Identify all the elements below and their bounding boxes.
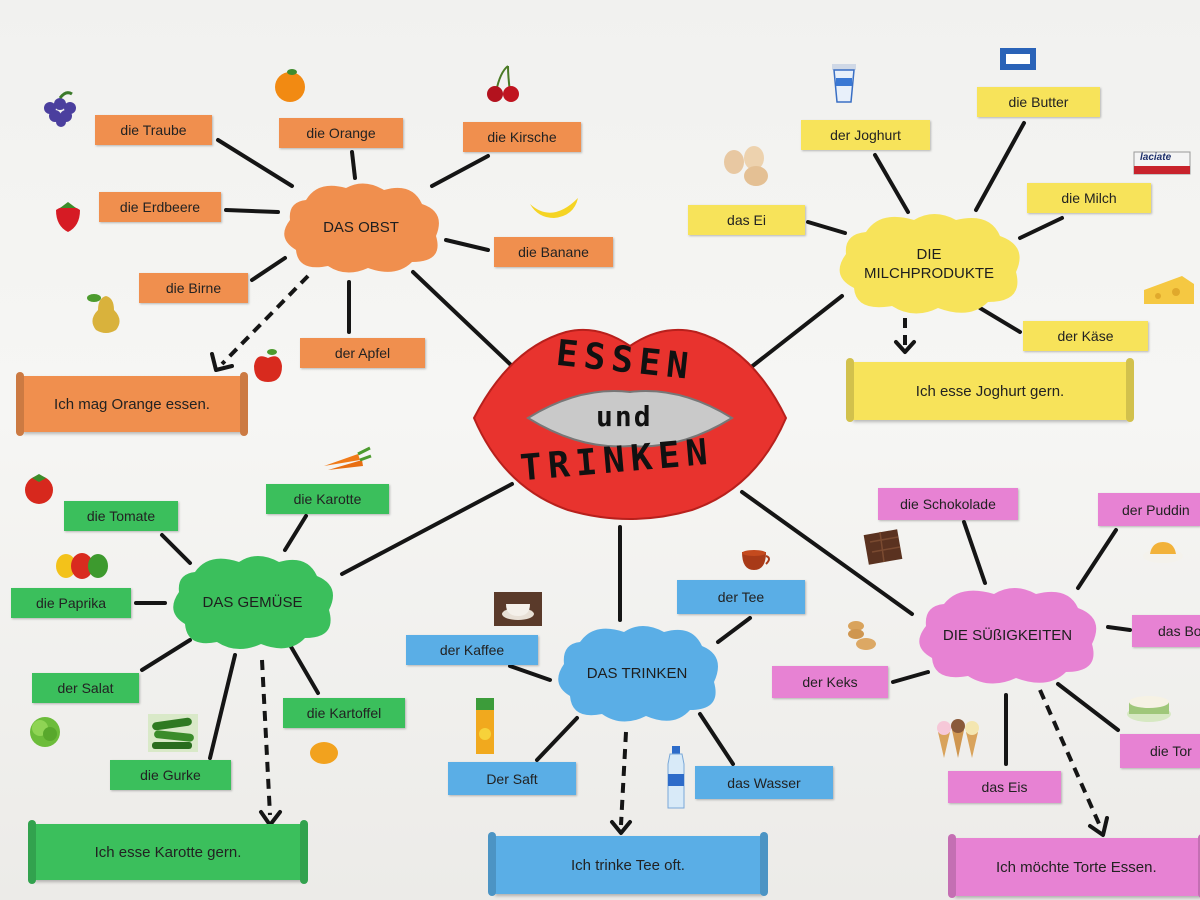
label-milch: die Milch — [1027, 183, 1151, 213]
water-bottle-icon — [664, 744, 688, 810]
label-salat: der Salat — [32, 673, 139, 703]
pear-icon — [84, 286, 126, 334]
label-kaffee: der Kaffee — [406, 635, 538, 665]
label-tomate: die Tomate — [64, 501, 178, 531]
tomato-icon — [22, 470, 56, 506]
cloud-das-obst: DAS OBST — [276, 178, 446, 278]
label-wasser: das Wasser — [695, 766, 833, 799]
potato-icon — [308, 740, 340, 766]
butter-pack-icon — [998, 44, 1038, 74]
label-orange: die Orange — [279, 118, 403, 148]
label-kartoffel: die Kartoffel — [283, 698, 405, 728]
label-torte: die Tor — [1120, 734, 1200, 768]
coffee-cup-icon — [494, 592, 542, 626]
cloud-shape — [919, 588, 1097, 684]
label-erdbeere: die Erdbeere — [99, 192, 221, 222]
label-apfel: der Apfel — [300, 338, 425, 368]
grapes-icon — [40, 88, 82, 128]
sentence-banner-trinken: Ich trinke Tee oft. — [494, 836, 762, 894]
cloud-das-gemuese: DAS GEMÜSE — [165, 550, 340, 655]
label-bonbon: das Bo — [1132, 615, 1200, 647]
label-kaese: der Käse — [1023, 321, 1148, 351]
banana-icon — [528, 194, 580, 222]
milk-carton-icon: laciate — [1132, 148, 1192, 178]
cake-icon — [1124, 690, 1174, 724]
cheese-icon — [1142, 272, 1196, 308]
yogurt-cup-icon — [830, 62, 858, 104]
center-title-und: und — [596, 400, 653, 433]
label-schokolade: die Schokolade — [878, 488, 1018, 520]
label-keks: der Keks — [772, 666, 888, 698]
cucumbers-icon — [148, 714, 198, 752]
strawberry-icon — [52, 198, 84, 234]
label-tee: der Tee — [677, 580, 805, 614]
sentence-banner-milch: Ich esse Joghurt gern. — [852, 362, 1128, 420]
label-gurke: die Gurke — [110, 760, 231, 790]
cloud-title: DAS GEMÜSE — [202, 593, 303, 611]
apple-icon — [250, 346, 286, 386]
label-paprika: die Paprika — [11, 588, 131, 618]
cloud-title: DAS OBST — [323, 219, 399, 237]
label-banane: die Banane — [494, 237, 613, 267]
cloud-shape — [558, 626, 718, 722]
cookies-icon — [840, 616, 880, 654]
lettuce-icon — [26, 714, 64, 748]
carrots-icon — [322, 446, 372, 472]
cloud-shape — [839, 214, 1020, 314]
label-butter: die Butter — [977, 87, 1100, 117]
label-kirsche: die Kirsche — [463, 122, 581, 152]
chocolate-icon — [860, 528, 906, 568]
sentence-banner-obst: Ich mag Orange essen. — [22, 376, 242, 432]
label-traube: die Traube — [95, 115, 212, 145]
cloud-title: DIE MILCHPRODUKTE — [830, 208, 1028, 320]
pudding-icon — [1140, 538, 1186, 564]
cherry-icon — [484, 62, 522, 104]
orange-icon — [272, 66, 308, 104]
label-karotte: die Karotte — [266, 484, 389, 514]
label-ei: das Ei — [688, 205, 805, 235]
cloud-die-suessigkeiten: DIE SÜßIGKEITEN — [910, 582, 1105, 690]
label-pudding: der Puddin — [1098, 493, 1200, 526]
label-eis: das Eis — [948, 771, 1061, 803]
lips-shape — [472, 328, 788, 520]
peppers-icon — [54, 550, 110, 580]
cloud-title-line2: MILCHPRODUKTE — [863, 265, 994, 282]
juice-box-icon — [474, 694, 496, 756]
cloud-shape — [284, 183, 439, 273]
label-birne: die Birne — [139, 273, 248, 303]
tea-cup-icon — [738, 544, 774, 574]
label-joghurt: der Joghurt — [801, 120, 930, 150]
cloud-title: DAS TRINKEN — [586, 665, 688, 683]
cloud-das-trinken: DAS TRINKEN — [550, 620, 724, 728]
cloud-title: DIE SÜßIGKEITEN — [942, 627, 1073, 645]
cloud-shape — [173, 556, 333, 650]
eggs-icon — [720, 144, 776, 188]
label-saft: Der Saft — [448, 762, 576, 795]
sentence-banner-suess: Ich möchte Torte Essen. — [954, 838, 1200, 896]
cloud-title-line1: DIE — [916, 245, 942, 263]
milk-carton-brand: laciate — [1140, 152, 1172, 163]
cloud-die-milchprodukte: DIE MILCHPRODUKTE — [830, 208, 1028, 320]
center-lips: ESSEN und TRINKEN — [470, 322, 790, 522]
ice-cream-icon — [932, 714, 984, 760]
sentence-banner-gemuese: Ich esse Karotte gern. — [34, 824, 302, 880]
